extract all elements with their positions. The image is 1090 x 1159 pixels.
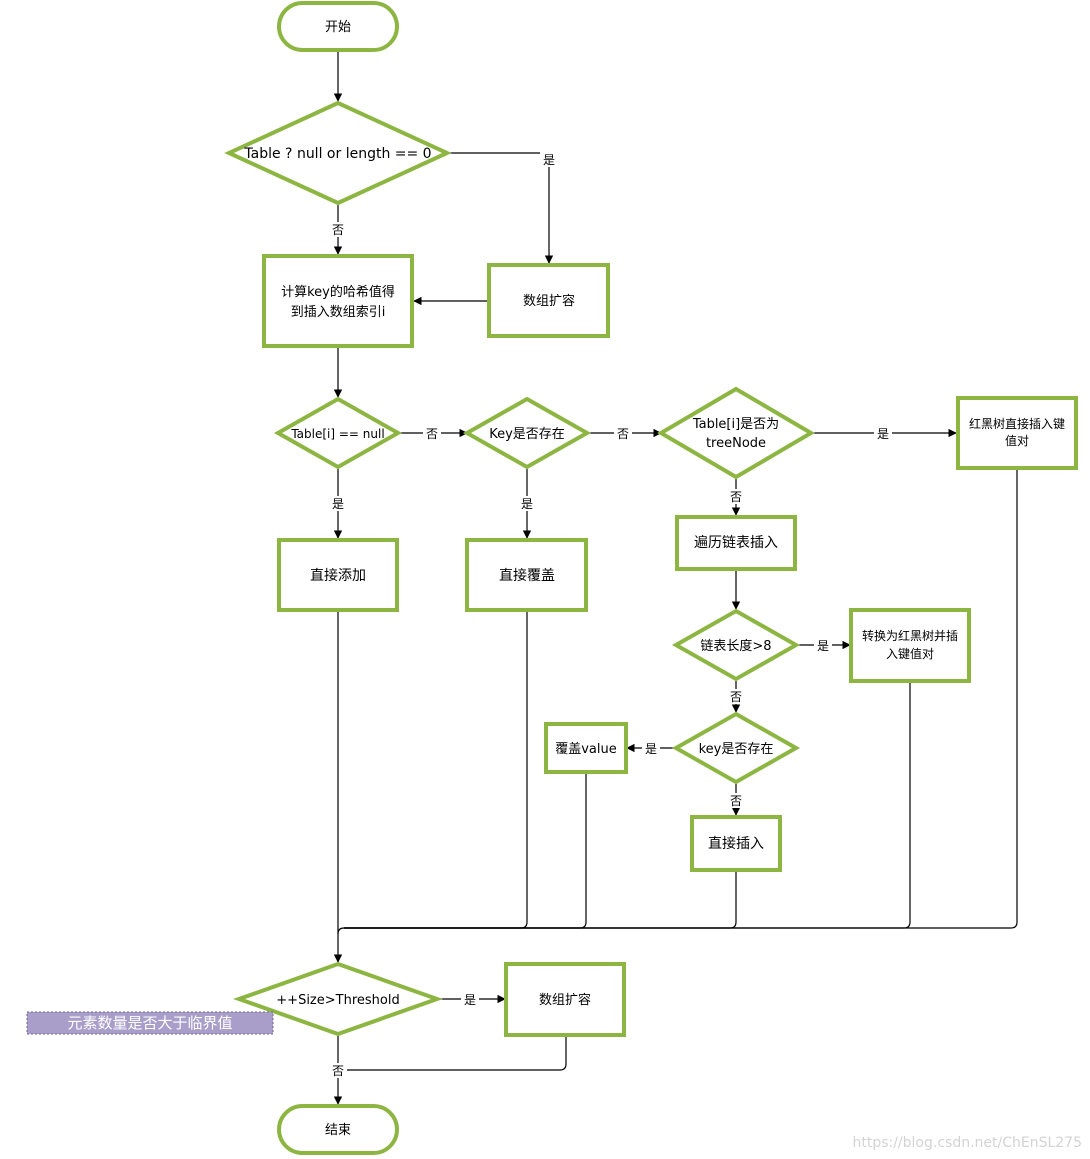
resize-box-2 [504, 962, 626, 1037]
rbtree-insert-label-1: 红黑树直接插入键 [969, 416, 1065, 431]
label-list-len-no: 否 [730, 690, 742, 704]
convert-tree-box [849, 608, 971, 683]
direct-insert-box [690, 815, 782, 872]
watermark: https://blog.csdn.net/ChEnSL275 [852, 1135, 1082, 1151]
label-table-check-no: 否 [332, 223, 344, 237]
size-check-decision [232, 961, 444, 1037]
compute-hash-label-1: 计算key的哈希值得 [281, 284, 395, 300]
rbtree-insert-box [956, 396, 1078, 470]
key-exists-list-label: key是否存在 [699, 742, 774, 757]
label-key-exists-yes: 是 [521, 497, 533, 511]
list-len-label: 链表长度>8 [700, 638, 771, 654]
edge-overwrite-merge [337, 610, 528, 935]
table-check-label: Table ? null or length == 0 [243, 146, 431, 162]
convert-tree-label-1: 转换为红黑树并插 [862, 628, 958, 643]
key-exists-decision [462, 396, 592, 470]
direct-overwrite-label: 直接覆盖 [499, 567, 555, 584]
table-check-decision [224, 100, 452, 206]
end-label: 结束 [325, 1123, 351, 1138]
label-key-exists-no: 否 [617, 427, 629, 441]
label-size-check-no: 否 [332, 1064, 344, 1078]
direct-overwrite-box [465, 538, 588, 612]
direct-insert-label: 直接插入 [708, 835, 764, 852]
overwrite-value-box [544, 722, 628, 774]
overwrite-value-label: 覆盖value [555, 742, 617, 757]
start-label: 开始 [325, 20, 351, 35]
annotation-note: 元素数量是否大于临界值 [26, 1011, 274, 1035]
edge-table-check-yes [447, 152, 554, 264]
label-table-check-yes: 是 [543, 153, 555, 167]
compute-hash-box [262, 254, 414, 348]
convert-tree-label-2: 入键值对 [886, 646, 934, 661]
label-is-tree-yes: 是 [877, 427, 889, 441]
edge-labels: 是 否 否 是 否 是 是 否 是 否 是 否 是 否 [329, 152, 892, 1078]
compute-hash-label-2: 到插入数组索引i [291, 305, 386, 320]
direct-add-box [277, 538, 399, 612]
note-box [26, 1011, 274, 1035]
edge-convert-tree-merge [344, 681, 911, 929]
slot-null-label: Table[i] == null [290, 427, 384, 441]
edge-direct-insert-merge [344, 870, 737, 929]
direct-add-label: 直接添加 [310, 567, 366, 584]
label-size-check-yes: 是 [464, 993, 476, 1007]
is-tree-label-1: Table[i]是否为 [692, 417, 779, 432]
label-is-tree-no: 否 [730, 490, 742, 504]
end-node [277, 1104, 399, 1155]
size-check-label: ++Size>Threshold [276, 993, 399, 1008]
slot-null-decision [273, 396, 403, 470]
resize-label-1: 数组扩容 [523, 293, 575, 309]
is-tree-decision [657, 386, 815, 480]
resize-box-1 [487, 263, 610, 338]
label-slot-null-no: 否 [426, 427, 438, 441]
key-exists-label: Key是否存在 [489, 427, 565, 442]
label-key-exists-list-yes: 是 [645, 742, 657, 756]
label-slot-null-yes: 是 [332, 497, 344, 511]
label-list-len-yes: 是 [817, 639, 829, 653]
label-key-exists-list-no: 否 [730, 794, 742, 808]
is-tree-label-2: treeNode [706, 436, 766, 451]
resize-label-2: 数组扩容 [539, 992, 591, 1008]
traverse-list-label: 遍历链表插入 [694, 535, 778, 551]
rbtree-insert-label-2: 值对 [1005, 433, 1029, 448]
key-exists-list-decision [671, 711, 801, 785]
edge-overwrite-value-merge [344, 772, 587, 929]
edge-resize2-merge [338, 1035, 567, 1071]
traverse-list-box [675, 515, 797, 571]
edge-rbtree-merge [344, 468, 1018, 929]
note-label: 元素数量是否大于临界值 [67, 1014, 232, 1032]
edges [333, 50, 1018, 1105]
list-len-decision [671, 608, 801, 682]
nodes: 开始 Table ? null or length == 0 数组扩容 计算ke… [224, 1, 1078, 1155]
start-node [277, 1, 399, 52]
